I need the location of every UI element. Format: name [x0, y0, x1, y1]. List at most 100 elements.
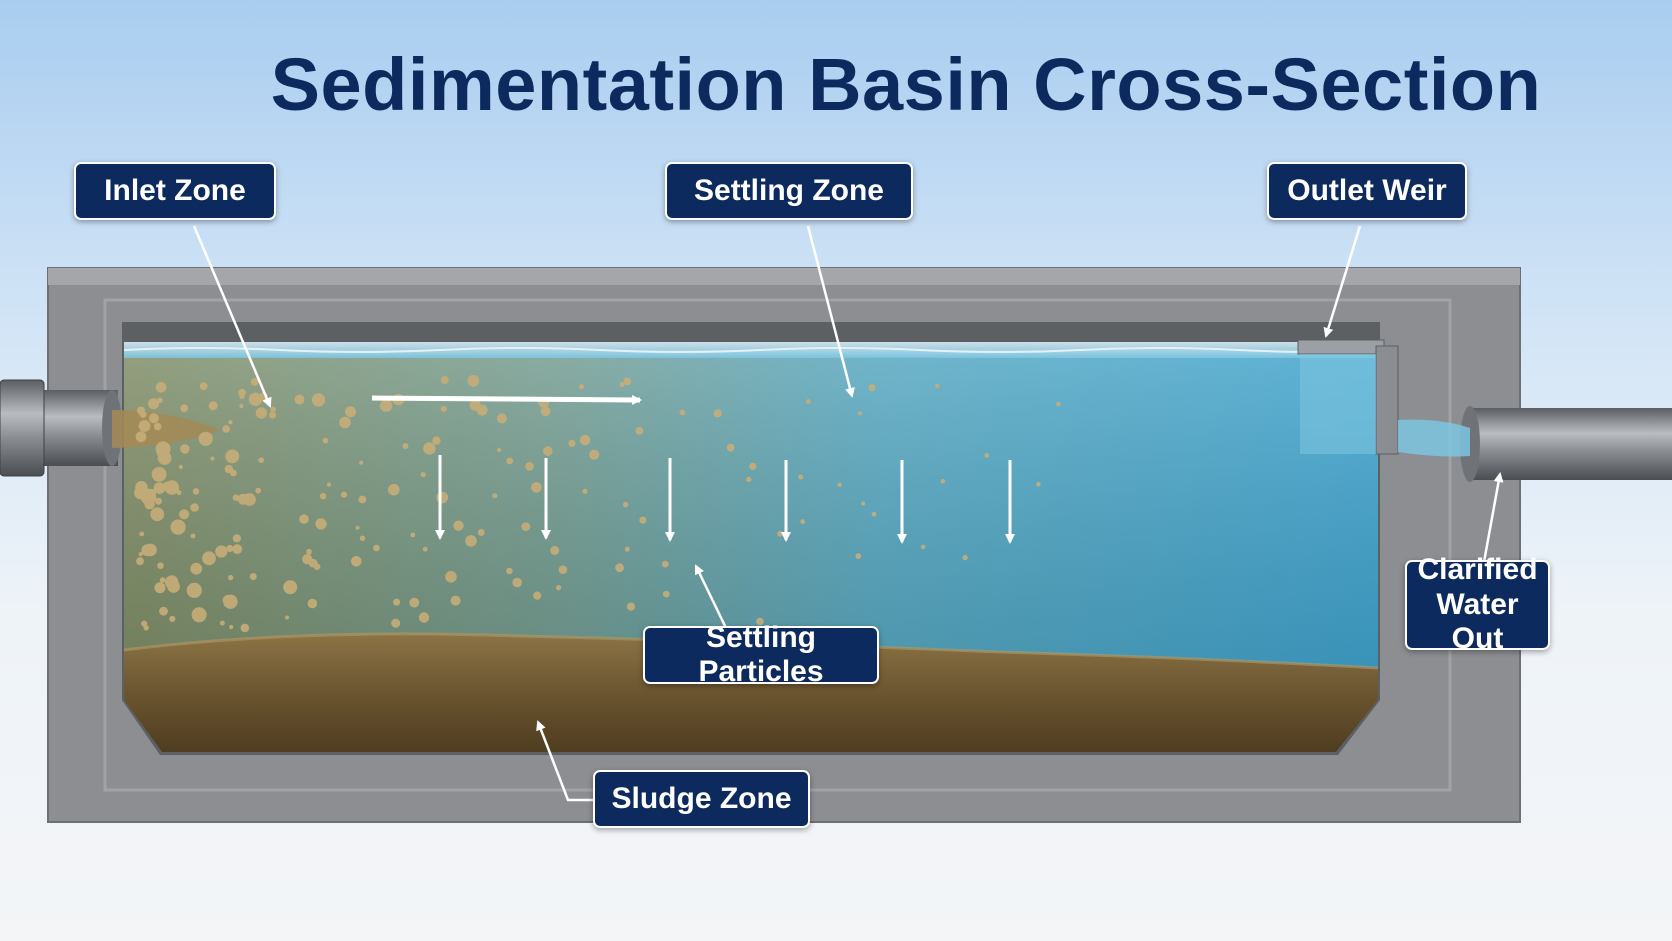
particle-floc — [393, 598, 401, 606]
particle-floc — [496, 413, 507, 424]
particle-floc — [410, 532, 416, 538]
particle-floc — [615, 563, 624, 573]
clarified-water-leader — [1482, 472, 1504, 563]
particle-floc — [626, 602, 636, 611]
particle-floc — [623, 377, 632, 386]
particle-floc — [148, 413, 159, 424]
particle-floc — [402, 443, 409, 449]
particle-floc — [340, 491, 348, 498]
particle-floc — [311, 393, 326, 407]
particle-floc — [358, 495, 367, 504]
particle-floc — [445, 571, 457, 583]
particle-floc — [713, 409, 722, 418]
particle-floc — [315, 518, 327, 530]
particle-floc — [531, 482, 542, 493]
particle-floc — [180, 444, 190, 454]
particle-floc — [635, 427, 644, 435]
particle-floc — [492, 493, 498, 499]
particle-floc — [144, 543, 157, 557]
particle-floc — [255, 487, 262, 494]
particle-floc — [283, 580, 298, 595]
particle-floc — [180, 404, 189, 413]
particle-floc — [153, 482, 166, 494]
particle-floc — [379, 399, 393, 412]
particle-floc — [619, 381, 625, 388]
particle-floc — [639, 516, 647, 524]
particle-floc — [192, 488, 200, 495]
particle-floc — [294, 394, 305, 405]
particle-floc — [230, 469, 237, 477]
particle-floc — [749, 462, 757, 470]
particle-floc — [141, 620, 148, 627]
settling-particles-leader — [694, 564, 728, 629]
particle-floc — [746, 476, 752, 483]
particle-floc — [153, 422, 162, 431]
particle-floc — [432, 436, 441, 445]
particle-floc — [467, 375, 480, 387]
particle-floc — [150, 507, 165, 522]
particle-floc — [255, 407, 268, 419]
particle-floc — [299, 514, 309, 524]
particle-floc — [157, 562, 164, 569]
particle-floc — [210, 456, 215, 461]
particle-floc — [589, 449, 600, 460]
particle-floc — [229, 624, 234, 630]
particle-floc — [1056, 401, 1061, 407]
particle-floc — [186, 582, 202, 599]
label-settling-zone: Settling Zone — [665, 162, 913, 220]
particle-floc — [465, 535, 477, 547]
particle-floc — [240, 623, 250, 633]
particle-floc — [154, 582, 166, 594]
particle-floc — [940, 478, 946, 484]
particle-floc — [450, 595, 461, 606]
particle-floc — [556, 585, 562, 591]
particle-floc — [258, 457, 265, 464]
particle-floc — [239, 404, 244, 409]
label-clarified-water-out: Clarified Water Out — [1405, 553, 1550, 655]
particle-floc — [159, 577, 166, 583]
particle-floc — [962, 554, 968, 561]
particle-floc — [232, 544, 243, 554]
particle-floc — [525, 462, 534, 471]
particle-floc — [191, 607, 207, 623]
settling-zone-leader — [806, 225, 855, 398]
particle-floc — [139, 531, 145, 537]
particle-floc — [226, 544, 234, 553]
outlet-weir — [1297, 339, 1399, 455]
particle-floc — [199, 382, 208, 391]
particle-floc — [420, 472, 426, 478]
particle-floc — [512, 577, 522, 588]
particle-floc — [550, 545, 560, 555]
particle-floc — [858, 411, 863, 416]
particle-floc — [155, 382, 167, 393]
particle-floc — [169, 615, 176, 623]
particle-floc — [868, 384, 876, 392]
particle-floc — [409, 597, 420, 608]
particle-floc — [436, 491, 449, 504]
particle-floc — [558, 565, 568, 574]
particle-floc — [373, 544, 380, 552]
particle-floc — [984, 453, 990, 458]
particle-floc — [232, 534, 241, 543]
particle-floc — [920, 544, 926, 550]
outlet-weir-leader — [1323, 225, 1362, 338]
particle-floc — [837, 482, 842, 487]
particle-floc — [322, 437, 329, 444]
particle-floc — [202, 551, 216, 566]
outlet-pipe — [1460, 406, 1672, 482]
particle-floc — [136, 557, 144, 566]
particle-floc — [190, 503, 199, 512]
particle-floc — [228, 574, 234, 581]
settling-arrows — [435, 455, 1015, 544]
particle-floc — [345, 406, 357, 418]
horizontal-flow-arrow — [371, 394, 642, 405]
particle-floc — [800, 519, 806, 524]
particle-floc — [622, 501, 629, 508]
settling-particles-group — [134, 375, 1061, 633]
particle-floc — [469, 399, 481, 411]
particle-floc — [190, 533, 196, 539]
particle-floc — [225, 449, 240, 464]
particle-floc — [578, 383, 585, 390]
particle-floc — [777, 530, 783, 537]
